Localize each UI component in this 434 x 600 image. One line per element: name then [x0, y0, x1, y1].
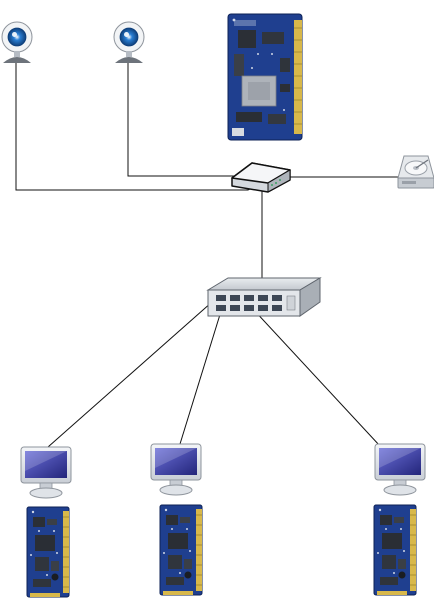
monitor-icon [20, 446, 72, 499]
monitor-icon [150, 443, 202, 496]
link-switch-monitor-2 [179, 307, 223, 445]
webcam-icon [1, 21, 33, 64]
link-switch-monitor-1 [47, 301, 213, 448]
connection-lines [15, 62, 400, 448]
webcam-icon [113, 21, 145, 64]
network-switch-icon [206, 277, 322, 317]
compute-module-icon [373, 504, 417, 596]
compute-module-icon [159, 504, 203, 596]
router-icon [231, 162, 291, 193]
link-switch-monitor-3 [251, 307, 381, 447]
link-camera-2-router [127, 62, 238, 177]
hard-drive-icon [397, 155, 434, 189]
link-camera-1-router [15, 62, 263, 191]
compute-module-icon [26, 506, 70, 598]
monitor-icon [374, 443, 426, 496]
circuit-board-icon [227, 13, 303, 141]
